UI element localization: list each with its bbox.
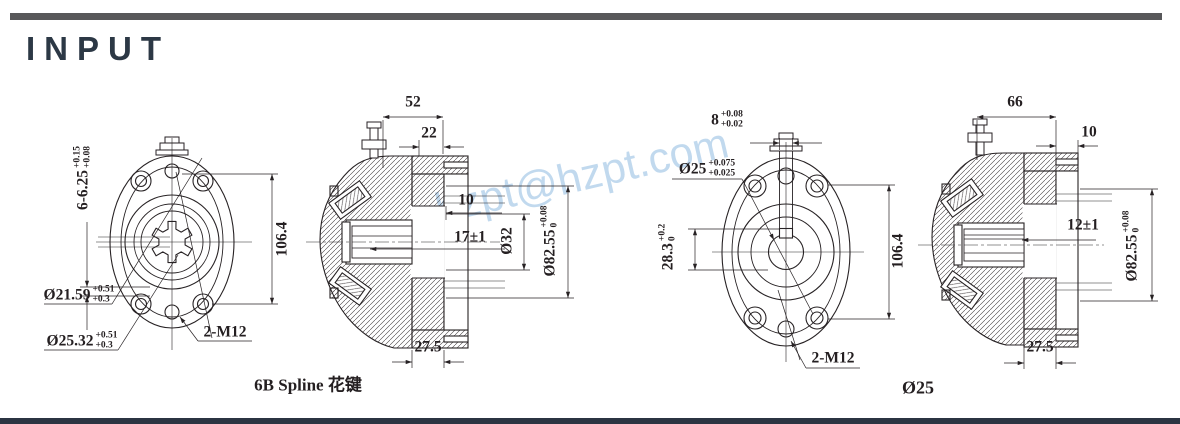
seal-bottom	[329, 287, 339, 299]
caption-spline: 6B Spline 花键	[254, 375, 362, 395]
seal-top	[941, 183, 951, 195]
leader-lines	[672, 178, 860, 369]
section-view-spline	[306, 114, 574, 368]
dim-label-height-right: 106.4	[889, 233, 907, 269]
dim-label-key-width: 8 +0.08+0.02	[711, 109, 743, 129]
dim-label-dia-minor: Ø21.59 +0.51+0.3	[43, 284, 115, 304]
dim-106-4	[828, 184, 895, 320]
dim-label-22: 22	[421, 124, 437, 142]
dim-label-thread-right: 2-M12	[811, 349, 855, 367]
dim-label-10-right: 10	[1081, 123, 1097, 141]
dim-key-height	[688, 228, 780, 271]
seal-top	[329, 185, 339, 197]
dim-label-52: 52	[405, 93, 421, 111]
dim-label-12: 12±1	[1067, 216, 1099, 234]
dim-label-dia-major: Ø25.32 +0.51+0.3	[46, 330, 118, 350]
dim-label-shaft-dia: Ø25 +0.075+0.025	[678, 158, 736, 178]
dim-key-width	[750, 138, 822, 150]
front-view-spline	[44, 136, 278, 351]
spline-profile	[151, 220, 193, 264]
dims-left-section	[370, 114, 574, 368]
dim-label-10-left: 10	[458, 191, 474, 209]
dim-label-height-left: 106.4	[273, 221, 291, 257]
dim-label-275-right: 27.5	[1026, 338, 1054, 356]
caption-key-shaft: Ø25	[901, 377, 935, 398]
dim-label-thread-left: 2-M12	[203, 323, 247, 341]
section-stud	[967, 118, 993, 156]
bottom-divider-bar	[0, 418, 1180, 424]
leader-lines	[44, 157, 252, 351]
section-stud	[361, 121, 387, 159]
dim-106-4	[182, 173, 278, 305]
bearing-bottom	[939, 269, 985, 311]
dim-label-spline-len: 6-6.25 +0.15+0.08	[72, 145, 93, 211]
dim-label-17: 17±1	[454, 228, 486, 246]
bearing-bottom	[327, 265, 373, 307]
dim-label-66: 66	[1007, 93, 1023, 111]
section-view-key	[918, 114, 1158, 369]
dims-right-section	[976, 114, 1158, 369]
bearing-top	[327, 179, 373, 221]
page-title: INPUT	[26, 30, 170, 67]
front-view-key	[672, 132, 895, 369]
dim-label-dia32: Ø32	[498, 227, 516, 255]
dim-spline-width	[80, 222, 150, 330]
bearing-top	[939, 177, 985, 219]
seal-bottom	[941, 289, 951, 301]
top-divider-bar	[10, 13, 1162, 20]
dim-label-275-left: 27.5	[414, 338, 442, 356]
